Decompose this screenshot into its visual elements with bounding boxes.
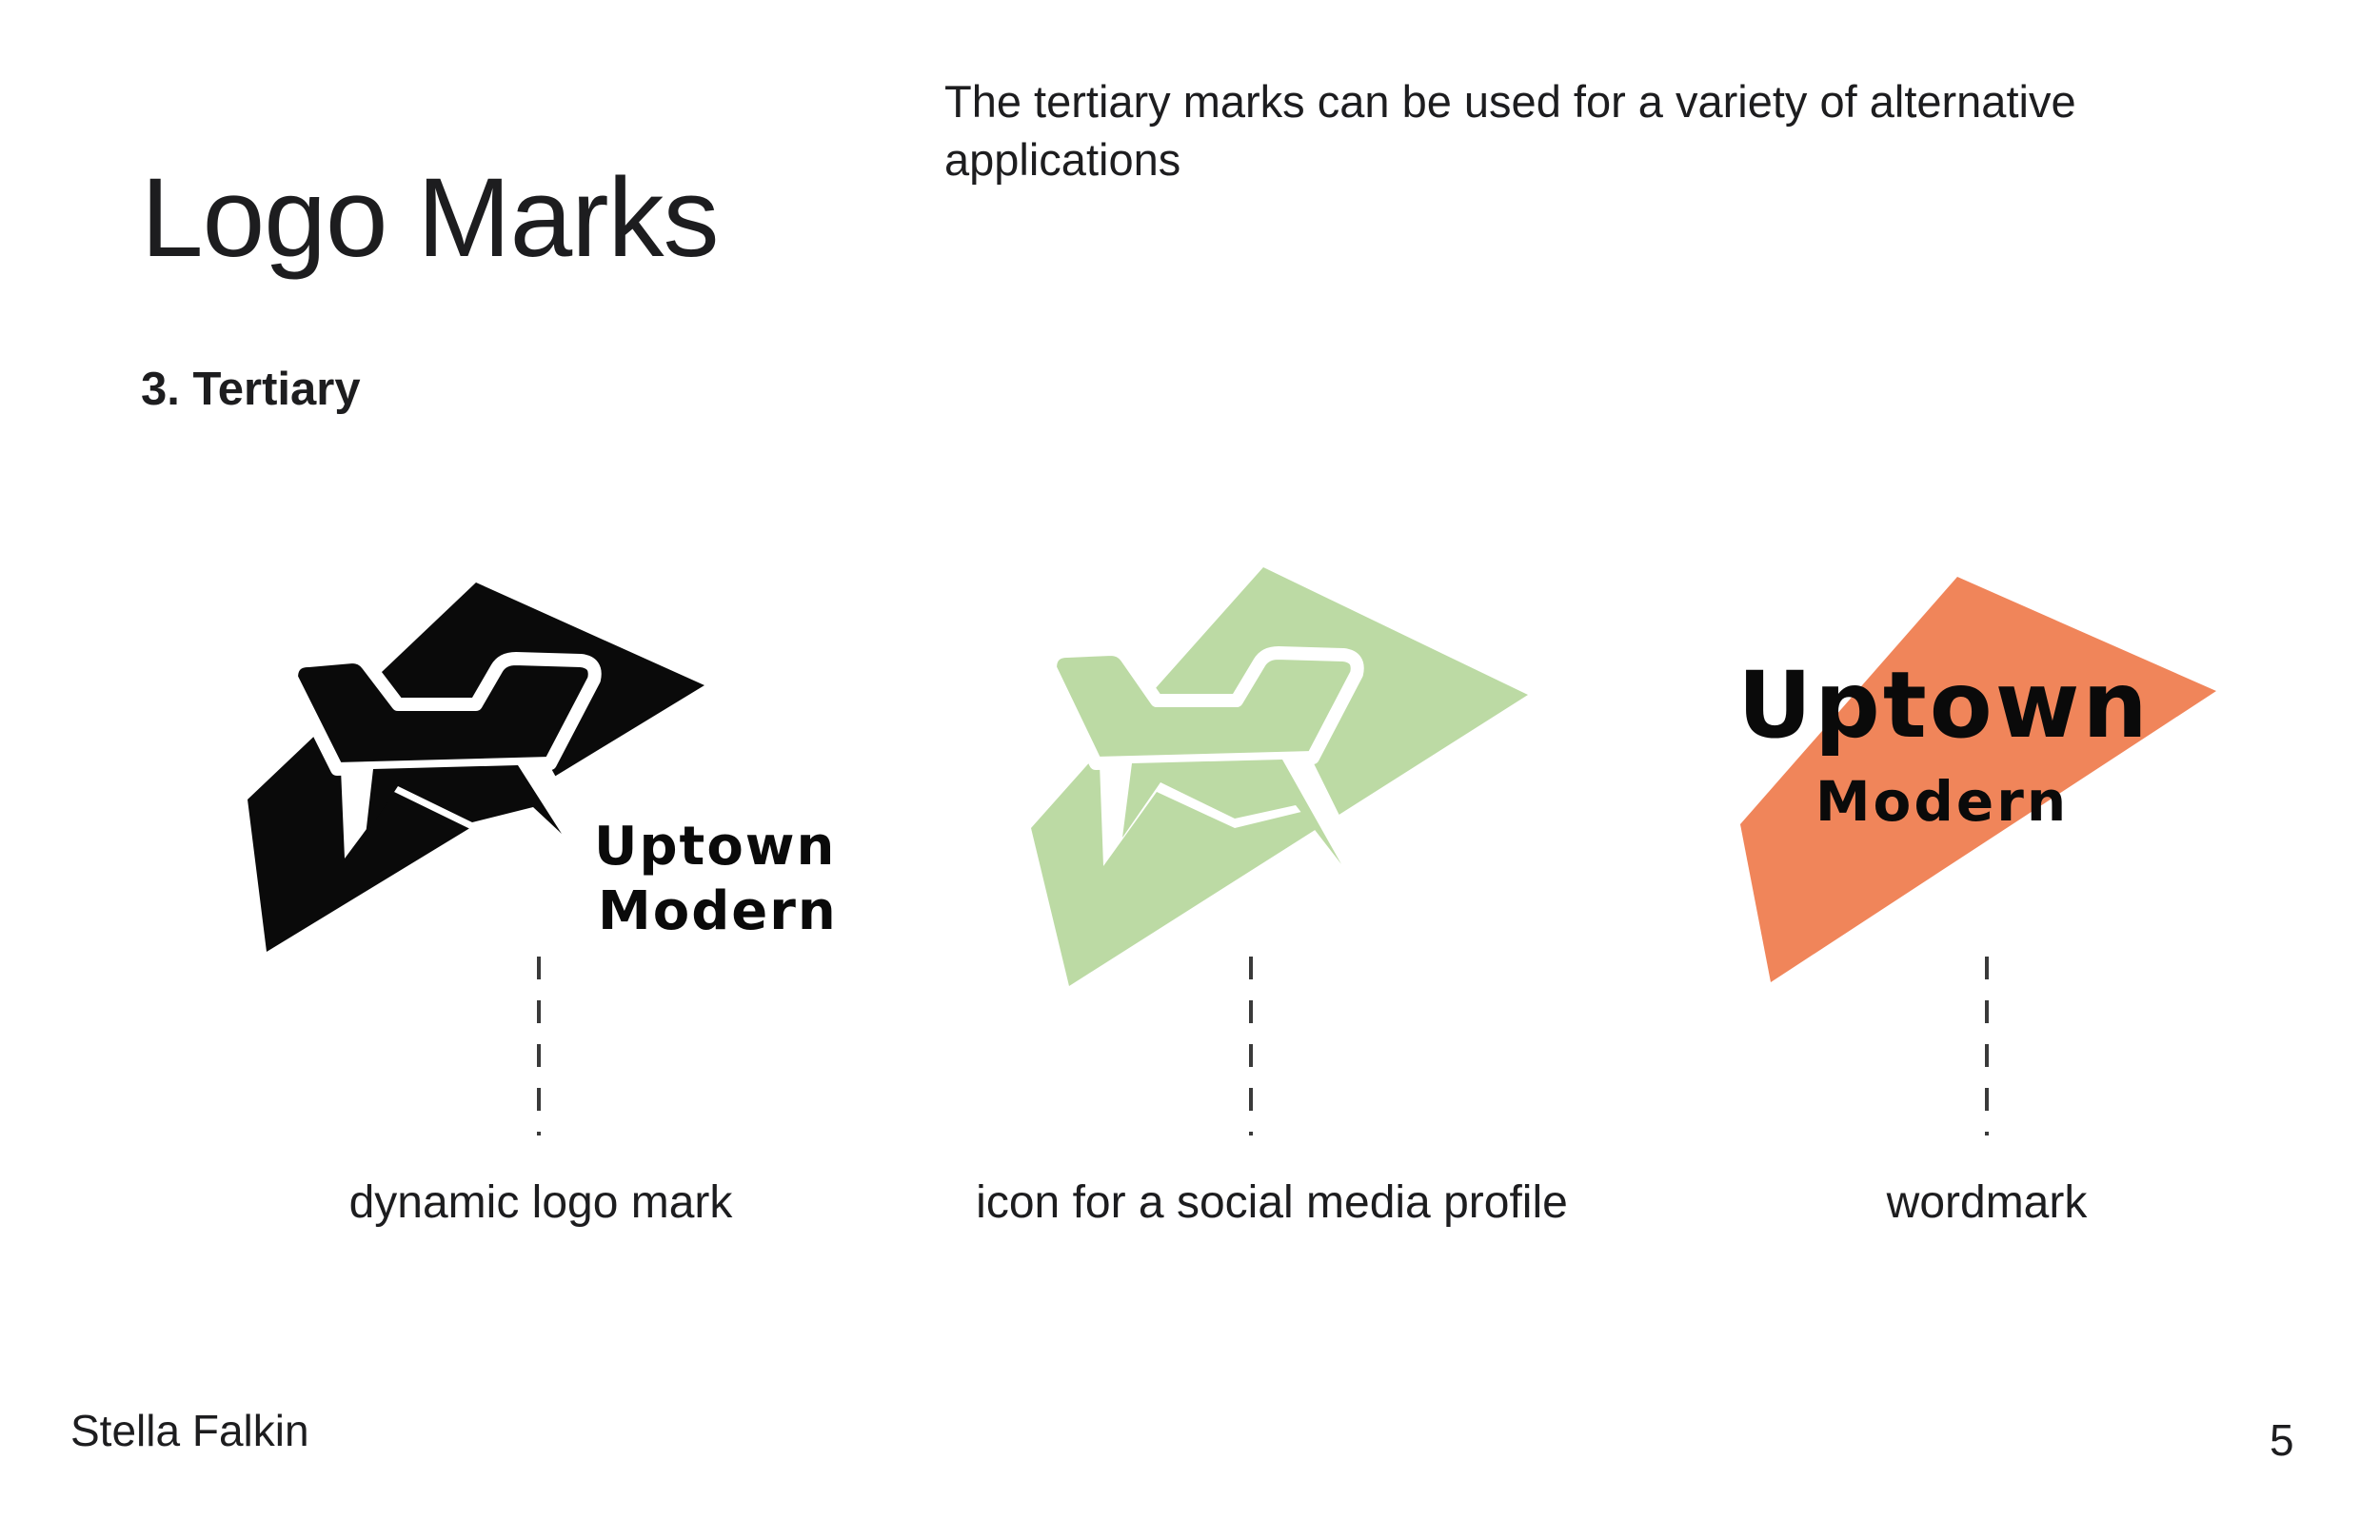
chair-icon — [1043, 642, 1383, 904]
intro-text: The tertiary marks can be used for a var… — [944, 76, 2076, 185]
wordmark-line-2: Modern — [598, 880, 838, 942]
section-heading: 3. Tertiary — [141, 364, 361, 415]
chair-icon — [285, 650, 602, 859]
connector-line-1 — [537, 957, 541, 1135]
author-name: Stella Falkin — [70, 1406, 309, 1455]
wordmark-line-1: Uptown — [594, 816, 836, 878]
caption-social-media-icon: icon for a social media profile — [976, 1177, 1568, 1228]
dynamic-logo-mark: Uptown Modern — [248, 582, 838, 952]
wordmark-line-1: Uptown — [1737, 652, 2151, 759]
wordmark-mark: Uptown Modern — [1737, 577, 2216, 982]
wordmark-line-2: Modern — [1815, 769, 2069, 834]
connector-line-2 — [1249, 957, 1253, 1135]
caption-dynamic-logo-mark: dynamic logo mark — [348, 1177, 733, 1228]
connector-line-3 — [1985, 957, 1989, 1135]
caption-wordmark: wordmark — [1886, 1177, 2088, 1228]
page-title: Logo Marks — [141, 155, 720, 281]
social-media-icon-mark — [1031, 567, 1528, 986]
page-number: 5 — [2270, 1415, 2294, 1465]
mark-shape — [1740, 577, 2216, 982]
